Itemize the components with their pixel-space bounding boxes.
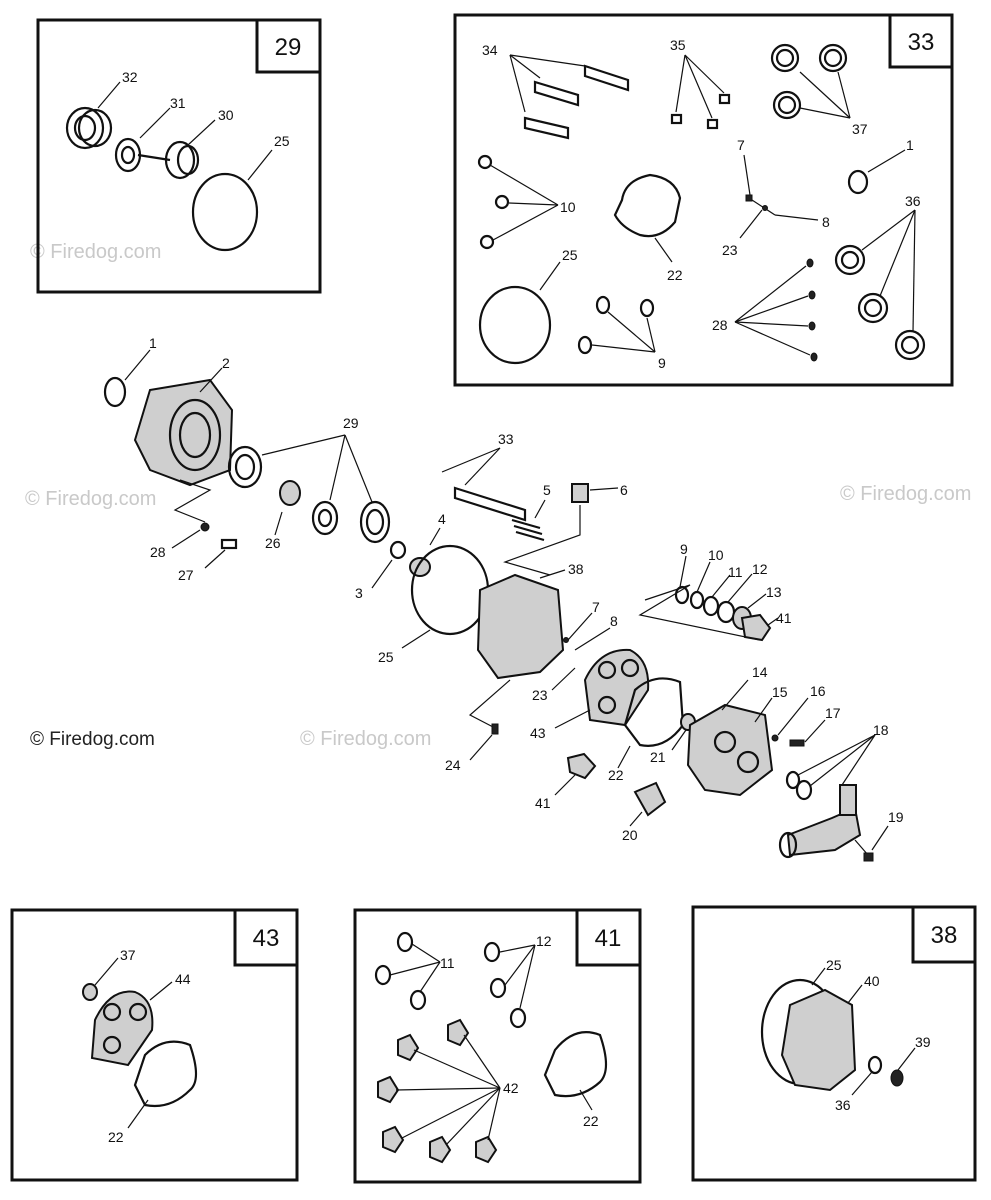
box33-label-23: 23 xyxy=(722,242,738,258)
box33-label-8: 8 xyxy=(822,214,830,230)
watermark-1: © Firedog.com xyxy=(25,488,156,510)
callout-16: 16 xyxy=(810,683,826,699)
callout-17: 17 xyxy=(825,705,841,721)
box38-label-25: 25 xyxy=(826,957,842,973)
box33-label-37: 37 xyxy=(852,121,868,137)
callout-2: 2 xyxy=(222,355,230,371)
box38-label-40: 40 xyxy=(864,973,880,989)
callout-9: 9 xyxy=(680,541,688,557)
callout-8: 8 xyxy=(610,613,618,629)
inset-box-29: 29 32 31 30 25 xyxy=(36,18,322,294)
inset-box-38: 38 25 40 39 36 xyxy=(691,905,977,1182)
callout-1: 1 xyxy=(149,335,157,351)
callout-20: 20 xyxy=(622,827,638,843)
callout-24: 24 xyxy=(445,757,461,773)
box33-label-35: 35 xyxy=(670,37,686,53)
watermark-4: © Firedog.com xyxy=(30,241,161,263)
inset-box-33: 33 34 35 37 1 7 8 xyxy=(453,13,954,387)
box29-label-31: 31 xyxy=(170,95,186,111)
box43-label-22: 22 xyxy=(108,1129,124,1145)
watermark-3: © Firedog.com xyxy=(840,483,971,505)
box41-label-22: 22 xyxy=(583,1113,599,1129)
box33-label-28: 28 xyxy=(712,317,728,333)
box-38-tag: 38 xyxy=(931,922,958,949)
callout-23: 23 xyxy=(532,687,548,703)
callout-10: 10 xyxy=(708,547,724,563)
box33-label-22: 22 xyxy=(667,267,683,283)
callout-14: 14 xyxy=(752,664,768,680)
callout-29: 29 xyxy=(343,415,359,431)
callout-21: 21 xyxy=(650,749,666,765)
copyright-text: © Firedog.com xyxy=(30,729,155,750)
callout-26: 26 xyxy=(265,535,281,551)
box33-label-25: 25 xyxy=(562,247,578,263)
callout-43: 43 xyxy=(530,725,546,741)
box41-label-12: 12 xyxy=(536,933,552,949)
box-29-tag: 29 xyxy=(275,34,302,61)
box33-label-1: 1 xyxy=(906,137,914,153)
box-43-tag: 43 xyxy=(253,925,280,952)
box38-label-39: 39 xyxy=(915,1034,931,1050)
callout-12: 12 xyxy=(752,561,768,577)
callout-3: 3 xyxy=(355,585,363,601)
callout-22: 22 xyxy=(608,767,624,783)
callout-7: 7 xyxy=(592,599,600,615)
box29-label-30: 30 xyxy=(218,107,234,123)
callout-4: 4 xyxy=(438,511,446,527)
box33-label-34: 34 xyxy=(482,42,498,58)
callout-11: 11 xyxy=(728,564,743,580)
box38-label-36: 36 xyxy=(835,1097,851,1113)
box33-label-7: 7 xyxy=(737,137,745,153)
box43-label-44: 44 xyxy=(175,971,191,987)
callout-13: 13 xyxy=(766,584,782,600)
callout-27: 27 xyxy=(178,567,194,583)
box41-label-11: 11 xyxy=(440,955,455,971)
callout-28: 28 xyxy=(150,544,166,560)
box33-label-10: 10 xyxy=(560,199,576,215)
callout-5: 5 xyxy=(543,482,551,498)
callout-41-lower: 41 xyxy=(535,795,551,811)
inset-box-41: 41 11 12 42 22 xyxy=(353,908,642,1184)
callout-19: 19 xyxy=(888,809,904,825)
callout-25: 25 xyxy=(378,649,394,665)
box33-label-9: 9 xyxy=(658,355,666,371)
box33-label-36: 36 xyxy=(905,193,921,209)
callout-6: 6 xyxy=(620,482,628,498)
callout-18: 18 xyxy=(873,722,889,738)
main-assembly: 1 2 28 27 26 29 33 5 xyxy=(103,335,904,862)
watermark-2: © Firedog.com xyxy=(300,728,431,750)
box-33-tag: 33 xyxy=(908,29,935,56)
box29-label-25: 25 xyxy=(274,133,290,149)
callout-33: 33 xyxy=(498,431,514,447)
box-41-tag: 41 xyxy=(595,925,622,952)
box29-label-32: 32 xyxy=(122,69,138,85)
inset-box-43: 43 37 44 22 xyxy=(10,908,299,1182)
callout-38: 38 xyxy=(568,561,584,577)
callout-15: 15 xyxy=(772,684,788,700)
box43-label-37: 37 xyxy=(120,947,136,963)
box41-label-42: 42 xyxy=(503,1080,519,1096)
callout-41-upper: 41 xyxy=(776,610,792,626)
watermarks: © Firedog.com © Firedog.com © Firedog.co… xyxy=(25,241,971,750)
